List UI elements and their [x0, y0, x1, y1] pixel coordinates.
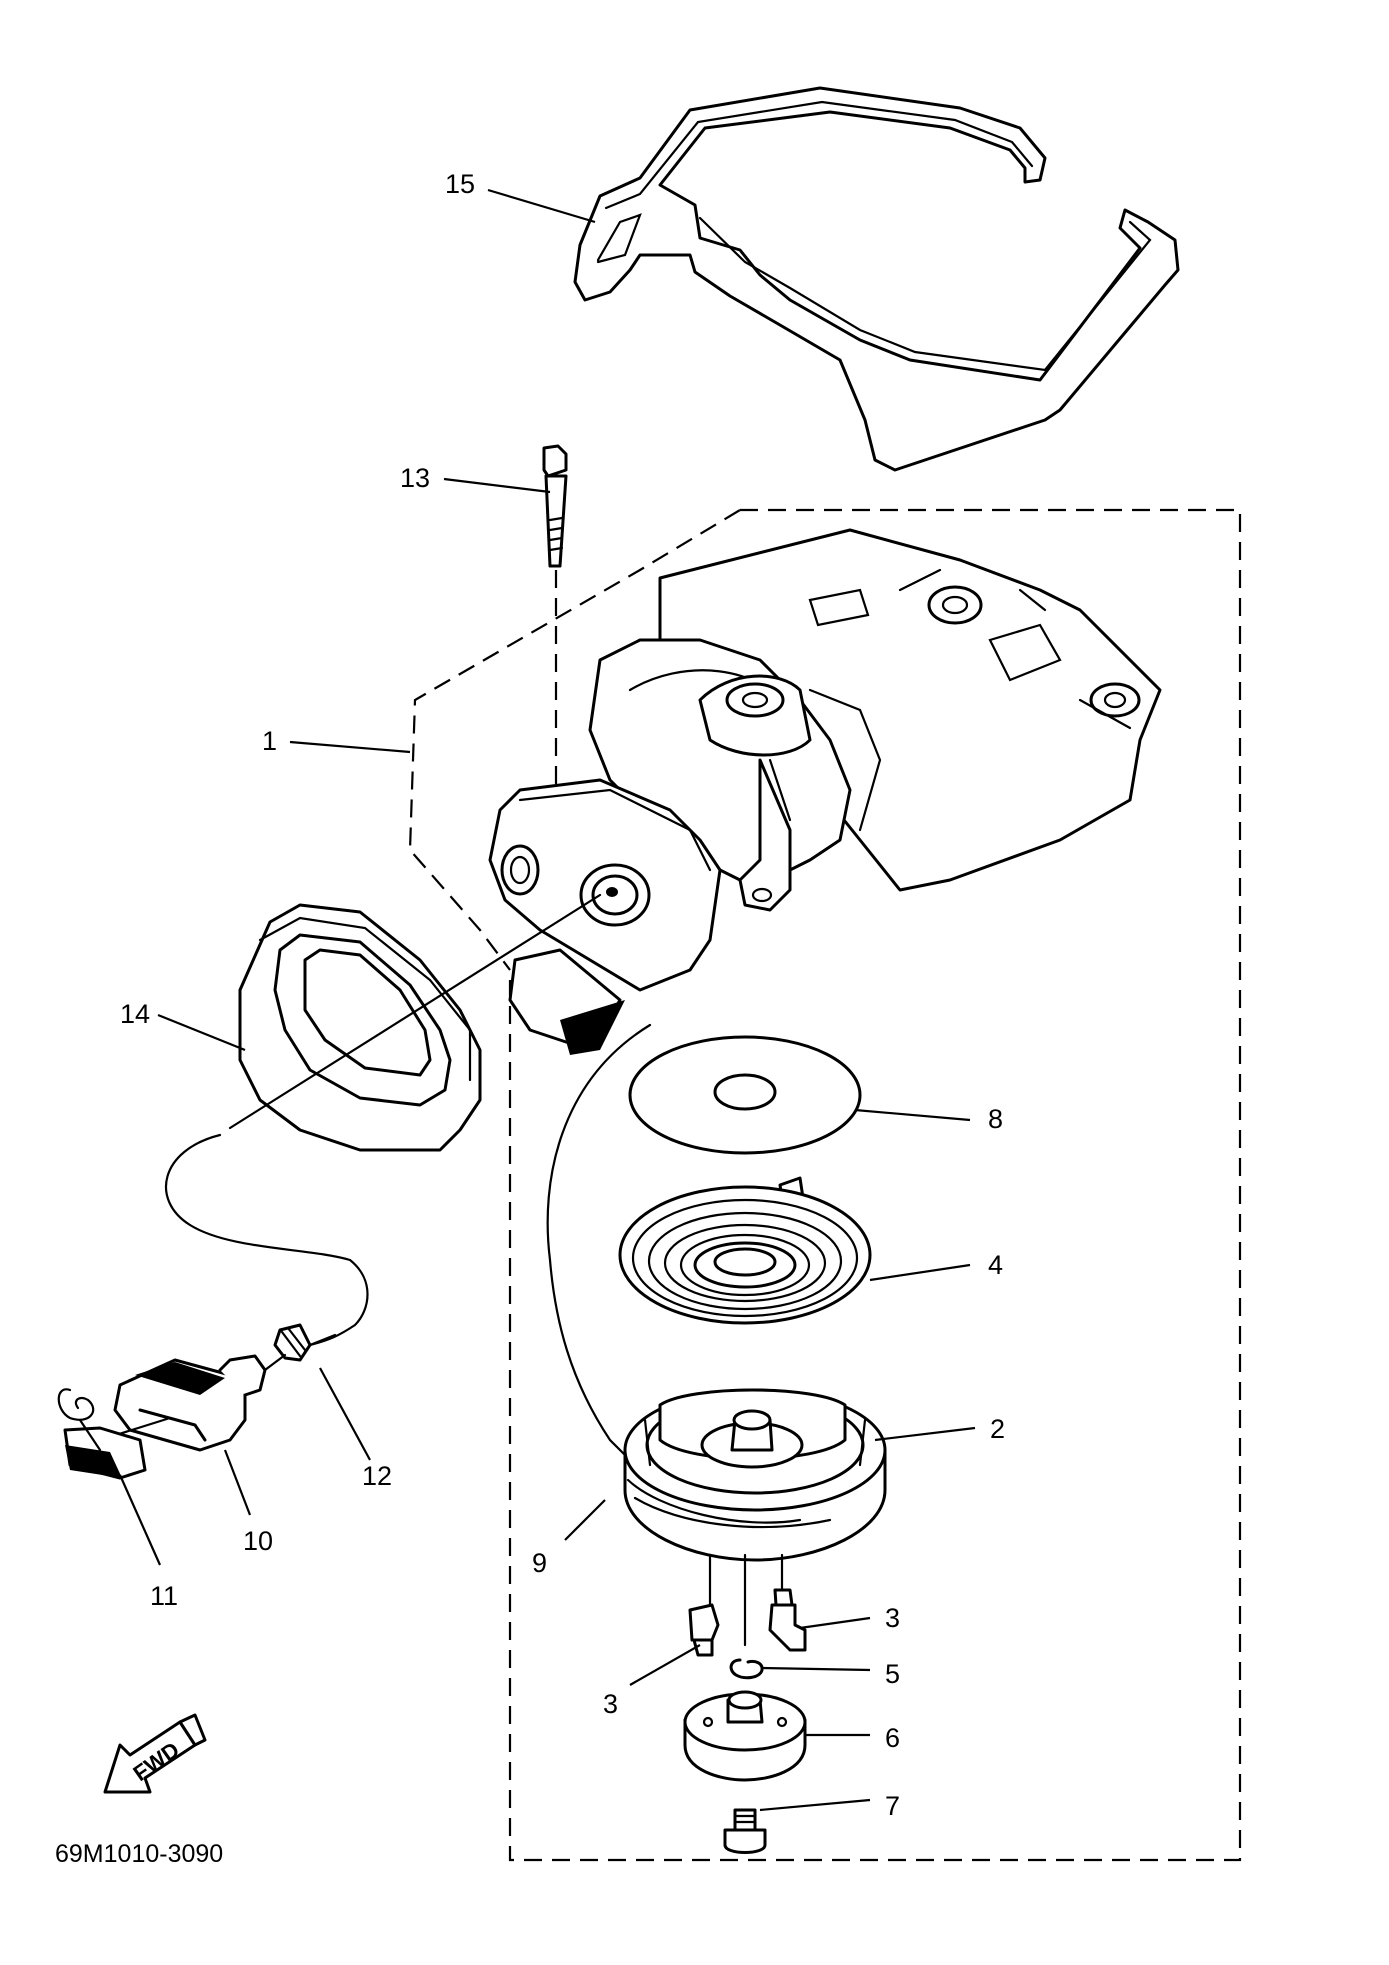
drawing-code: 69M1010-3090 — [55, 1840, 223, 1868]
callout-3b: 3 — [603, 1689, 618, 1719]
part-12-seal — [273, 1323, 337, 1362]
part-15-seal — [573, 86, 1180, 472]
part-5-clip — [729, 1553, 764, 1680]
callout-7: 7 — [885, 1791, 900, 1821]
callout-11: 11 — [150, 1581, 178, 1611]
leader-lines — [118, 188, 976, 1812]
callout-14: 14 — [120, 999, 150, 1029]
part-8-plate — [628, 1035, 862, 1155]
callout-4: 4 — [988, 1250, 1003, 1280]
part-11-clip — [57, 1388, 147, 1480]
callout-12: 12 — [362, 1461, 392, 1491]
part-13-bolt — [542, 444, 568, 790]
callouts: 15 13 1 14 8 4 2 9 3 3 5 6 7 12 10 11 — [120, 169, 1005, 1821]
callout-8: 8 — [988, 1104, 1003, 1134]
callout-13: 13 — [400, 463, 430, 493]
callout-3a: 3 — [885, 1603, 900, 1633]
callout-5: 5 — [885, 1659, 900, 1689]
callout-6: 6 — [885, 1723, 900, 1753]
part-3-pawls — [688, 1553, 807, 1657]
callout-15: 15 — [445, 169, 475, 199]
part-10-handle — [98, 1353, 287, 1452]
part-4-spring — [618, 1176, 872, 1325]
callout-10: 10 — [243, 1526, 273, 1556]
part-7-bolt — [723, 1808, 767, 1854]
callout-9: 9 — [532, 1548, 547, 1578]
part-6-plate — [683, 1690, 807, 1782]
part-1-starter-case — [408, 508, 1242, 1862]
fwd-arrow-icon: FWD — [103, 1713, 207, 1794]
part-14-grommet — [238, 903, 482, 1152]
callout-2: 2 — [990, 1414, 1005, 1444]
callout-1: 1 — [262, 726, 277, 756]
part-2-drum — [623, 1388, 887, 1562]
part-9-rope — [164, 893, 652, 1472]
